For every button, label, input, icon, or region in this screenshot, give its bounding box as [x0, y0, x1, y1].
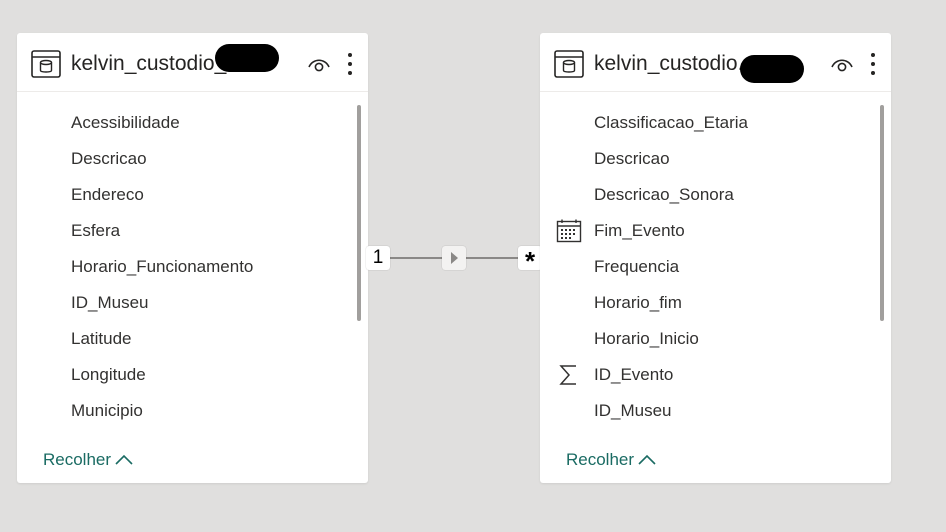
field-name: Frequencia: [594, 257, 680, 276]
field-item[interactable]: ID_Museu: [17, 285, 357, 321]
calendar-icon: [556, 219, 582, 243]
chevron-up-icon: [115, 454, 133, 465]
cardinality-many: *: [518, 246, 542, 276]
scrollbar-thumb[interactable]: [880, 105, 884, 321]
field-name: ID_Museu: [71, 293, 149, 312]
field-item[interactable]: ID_Museu: [540, 393, 880, 429]
eye-icon[interactable]: [307, 53, 331, 75]
collapse-link[interactable]: Recolher: [43, 449, 133, 471]
field-name: Descricao: [594, 149, 670, 168]
field-item[interactable]: Horario_Funcionamento: [17, 249, 357, 285]
field-name: ID_Evento: [594, 365, 674, 384]
field-name: Descricao: [71, 149, 147, 168]
field-name: Classificacao_Etaria: [594, 113, 749, 132]
field-item[interactable]: Horario_Inicio: [540, 321, 880, 357]
field-item[interactable]: Classificacao_Etaria: [540, 105, 880, 141]
field-item[interactable]: Acessibilidade: [17, 105, 357, 141]
field-list-right[interactable]: Classificacao_Etaria Descricao Descricao…: [540, 105, 880, 435]
field-name: Esfera: [71, 221, 121, 240]
field-item[interactable]: Esfera: [17, 213, 357, 249]
redaction-mark: [215, 44, 279, 72]
collapse-label: Recolher: [43, 450, 112, 469]
field-name: Municipio: [71, 401, 143, 420]
field-name: ID_Museu: [594, 401, 672, 420]
redaction-mark: [740, 55, 804, 83]
field-item[interactable]: Descricao: [540, 141, 880, 177]
chevron-up-icon: [638, 454, 656, 465]
collapse-link[interactable]: Recolher: [566, 449, 656, 471]
field-item[interactable]: Endereco: [17, 177, 357, 213]
field-name: Acessibilidade: [71, 113, 180, 132]
table-icon: [554, 50, 584, 78]
field-item[interactable]: ID_Evento: [540, 357, 880, 393]
field-item[interactable]: Municipio: [17, 393, 357, 429]
more-options-icon[interactable]: [341, 51, 359, 77]
table-card-right[interactable]: kelvin_custodio... Classificacao_Etaria …: [540, 33, 891, 483]
table-header-left[interactable]: kelvin_custodio_...: [17, 33, 368, 92]
sigma-icon: [559, 365, 576, 385]
single-direction-arrow-icon[interactable]: [442, 246, 466, 270]
more-options-icon[interactable]: [864, 51, 882, 77]
field-item[interactable]: Frequencia: [540, 249, 880, 285]
field-item[interactable]: Horario_fim: [540, 285, 880, 321]
field-name: Fim_Evento: [594, 221, 685, 240]
relationship-line[interactable]: 1 *: [366, 244, 542, 276]
cardinality-one: 1: [366, 246, 390, 270]
field-item[interactable]: Descricao: [17, 141, 357, 177]
field-name: Longitude: [71, 365, 146, 384]
table-header-right[interactable]: kelvin_custodio...: [540, 33, 891, 92]
scrollbar-thumb[interactable]: [357, 105, 361, 321]
field-item[interactable]: Descricao_Sonora: [540, 177, 880, 213]
table-card-left[interactable]: kelvin_custodio_... Acessibilidade Descr…: [17, 33, 368, 483]
field-name: Latitude: [71, 329, 132, 348]
field-name: Horario_Funcionamento: [71, 257, 254, 276]
field-name: Endereco: [71, 185, 144, 204]
field-list-left[interactable]: Acessibilidade Descricao Endereco Esfera…: [17, 105, 357, 435]
field-name: Horario_Inicio: [594, 329, 699, 348]
field-item[interactable]: Fim_Evento: [540, 213, 880, 249]
eye-icon[interactable]: [830, 53, 854, 75]
table-icon: [31, 50, 61, 78]
field-name: Horario_fim: [594, 293, 682, 312]
field-item[interactable]: Longitude: [17, 357, 357, 393]
collapse-label: Recolher: [566, 450, 635, 469]
field-name: Descricao_Sonora: [594, 185, 734, 204]
field-item[interactable]: Latitude: [17, 321, 357, 357]
